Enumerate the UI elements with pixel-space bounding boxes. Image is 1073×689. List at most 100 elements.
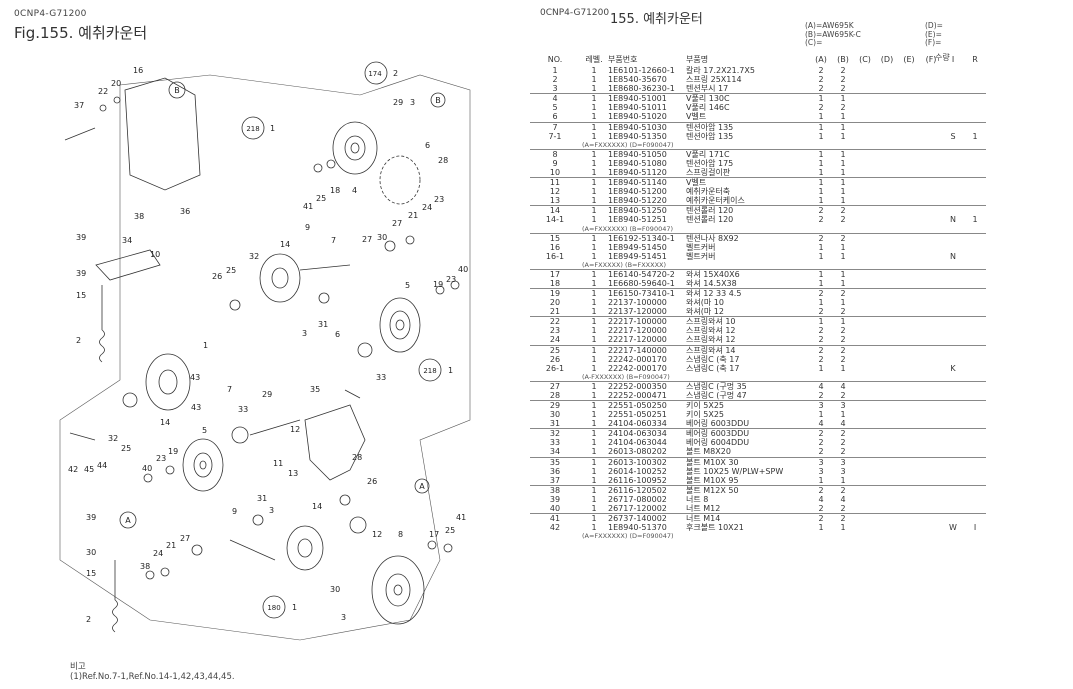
cell-r: I xyxy=(973,523,977,533)
cell-qty-a: 2 xyxy=(818,66,824,75)
callout-3c: 3 xyxy=(269,506,274,515)
cell-i xyxy=(942,75,964,84)
qty-header: 수량 xyxy=(935,53,950,62)
cell-no: 21 xyxy=(549,307,561,317)
spring-2-lower xyxy=(112,599,118,633)
cell-name: 텐션롤러 120 xyxy=(686,205,810,216)
callout-7b: 7 xyxy=(227,385,232,394)
cell-qty-c xyxy=(854,148,876,159)
cell-no: 7 xyxy=(530,121,580,132)
cell-qty-f xyxy=(920,447,942,457)
cell-no: 30 xyxy=(549,410,561,420)
cell-part-no: 26116-100952 xyxy=(608,475,667,485)
callout-26a: 26 xyxy=(212,272,222,281)
cell-level: 1 xyxy=(591,187,597,197)
cell-qty-a: 1 xyxy=(818,278,824,288)
cell-r xyxy=(964,232,986,243)
cell-qty-a: 1 xyxy=(818,158,824,168)
cell-qty-a: 2 xyxy=(818,307,824,317)
cell-r xyxy=(964,419,986,429)
cell-part-no: 22252-000350 xyxy=(608,380,686,391)
cell-qty-b: 3 xyxy=(832,400,854,411)
cell-qty-d xyxy=(876,187,898,196)
cell-r xyxy=(964,298,986,307)
cell-name: 스프링와셔 12 xyxy=(686,335,736,345)
spring-2-upper xyxy=(99,329,105,363)
cell-qty-b: 2 xyxy=(840,438,846,448)
cell-qty-e xyxy=(898,355,920,364)
cell-qty-c xyxy=(854,476,876,486)
ref-b2: B xyxy=(435,96,441,105)
cell-name: 텐션아암 135 xyxy=(686,131,734,141)
cell-level: 1 xyxy=(580,380,608,391)
cell-qty-a: 1 xyxy=(810,93,832,104)
cell-qty-a: 2 xyxy=(818,335,824,345)
nut-41 xyxy=(443,543,453,553)
callout-21a: 21 xyxy=(408,211,418,220)
cell-i xyxy=(942,456,964,467)
callout-30b: 30 xyxy=(86,548,96,557)
cell-qty-c xyxy=(854,298,876,307)
cell-qty-e xyxy=(898,307,920,317)
cell-level: 1 xyxy=(580,177,608,188)
cell-qty-b: 2 xyxy=(840,326,846,336)
cell-name: 예취카운터축 xyxy=(686,187,731,197)
notes-heading: 비고 xyxy=(70,662,86,672)
cell-qty-f xyxy=(920,232,942,243)
row-note: (A=FXXXXX) (B=FXXXXX) xyxy=(582,260,667,269)
cell-qty-c xyxy=(854,103,876,112)
parts-list-panel: 0CNP4-G71200 155. 예취카운터 (A)=AW695K (B)=A… xyxy=(530,0,1073,689)
cell-qty-f xyxy=(920,410,942,419)
cell-qty-f xyxy=(920,187,942,196)
callout-25d: 25 xyxy=(445,526,455,535)
cell-level: 1 xyxy=(580,428,608,439)
callout-27c: 27 xyxy=(180,534,190,543)
cell-part-no: 1E8949-51450 xyxy=(608,242,667,252)
cell-no: 5 xyxy=(552,103,558,113)
cell-qty-a: 2 xyxy=(810,344,832,355)
cell-r xyxy=(964,187,986,196)
cell-qty-e xyxy=(898,252,920,261)
cell-level: 1 xyxy=(591,307,597,317)
callout-22: 22 xyxy=(98,87,108,96)
ref-circle-a2 xyxy=(414,478,430,494)
callout-1b: 1 xyxy=(448,366,453,375)
cell-qty-c xyxy=(854,316,876,327)
cell-qty-d xyxy=(876,513,898,524)
cell-level: 1 xyxy=(591,242,597,252)
cell-qty-c xyxy=(854,121,876,132)
cell-qty-f xyxy=(920,84,942,94)
cell-qty-d xyxy=(876,159,898,168)
cell-qty-d xyxy=(876,103,898,112)
cell-name: 와셔 12 33 4.5 xyxy=(686,287,810,299)
cell-qty-f xyxy=(920,419,942,429)
cell-r xyxy=(964,112,986,122)
cell-qty-b: 2 xyxy=(840,84,846,94)
cell-qty-d xyxy=(876,447,898,457)
cell-qty-e xyxy=(898,132,920,141)
cell-level: 1 xyxy=(591,167,597,177)
cell-part-no: 1E8940-51370 xyxy=(608,523,667,533)
cell-qty-f xyxy=(920,380,942,391)
cell-part-no: 22217-100000 xyxy=(608,316,686,327)
callout-1d: 1 xyxy=(292,603,297,612)
cell-part-no: 22217-120000 xyxy=(608,326,667,336)
cell-qty-c xyxy=(854,400,876,411)
cell-qty-e xyxy=(898,380,920,391)
cell-qty-a: 2 xyxy=(818,326,824,336)
cell-qty-d xyxy=(876,121,898,132)
figure-title: Fig.155. 예취카운터 xyxy=(14,24,148,42)
cell-qty-c xyxy=(854,438,876,447)
cell-qty-f xyxy=(920,484,942,495)
cell-qty-d xyxy=(876,495,898,504)
cell-name: 베어링 6004DDU xyxy=(686,438,750,448)
cell-part-no: 26737-140002 xyxy=(608,513,686,524)
cell-qty-f xyxy=(920,148,942,159)
cell-part-no: 24104-063044 xyxy=(608,438,667,448)
cell-part-no: 1E8940-51250 xyxy=(608,205,686,216)
